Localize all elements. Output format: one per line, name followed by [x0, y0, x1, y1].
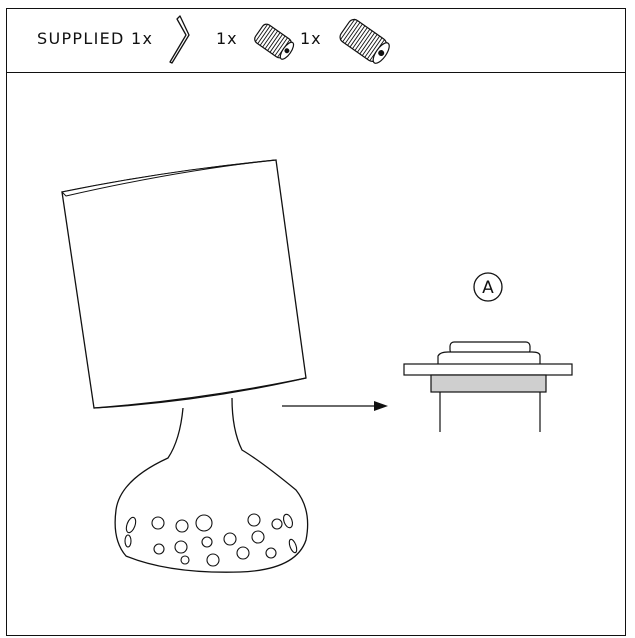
set-screw-large-icon [339, 18, 390, 64]
instruction-panel: SUPPLIED 1x 1x 1x [6, 8, 626, 636]
pointer-arrow [282, 401, 388, 411]
callout-a-label: A [482, 278, 494, 298]
lamp-base [114, 397, 309, 573]
detail-fitting [403, 341, 573, 432]
supplied-label: SUPPLIED 1x [37, 29, 154, 48]
lamp-shade [60, 159, 307, 409]
set-screw-icon [254, 23, 295, 60]
callout-a: A [473, 272, 503, 302]
screw-quantity-1: 1x [216, 29, 238, 48]
hex-key-icon [169, 15, 190, 64]
screw-quantity-2: 1x [300, 29, 322, 48]
supplied-parts-header: SUPPLIED 1x 1x 1x [7, 9, 625, 73]
